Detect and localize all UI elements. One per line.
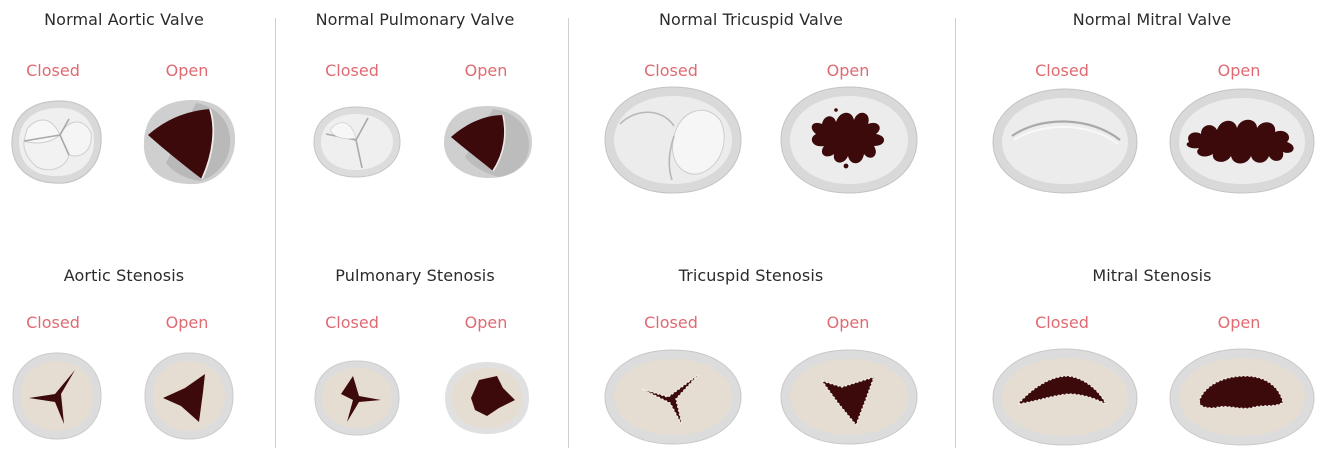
mitral-normal-closed-label: Closed — [1002, 61, 1122, 80]
aortic-normal-closed-valve — [7, 97, 107, 187]
pulmonary-stenosis-title: Pulmonary Stenosis — [255, 266, 575, 285]
aortic-stenosis-closed-valve — [9, 350, 105, 442]
column-divider — [955, 18, 956, 448]
aortic-stenosis-open-valve — [141, 350, 237, 442]
column-divider — [275, 18, 276, 448]
pulmonary-normal-open-valve — [441, 103, 535, 181]
column-divider — [568, 18, 569, 448]
mitral-normal-title: Normal Mitral Valve — [992, 10, 1312, 29]
tricuspid-normal-open-valve — [778, 84, 920, 196]
mitral-normal-closed-valve — [990, 86, 1140, 196]
pulmonary-stenosis-closed-valve — [311, 358, 403, 438]
pulmonary-normal-open-label: Open — [426, 61, 546, 80]
pulmonary-stenosis-open-label: Open — [426, 313, 546, 332]
mitral-stenosis-closed-label: Closed — [1002, 313, 1122, 332]
mitral-normal-open-valve — [1167, 86, 1317, 196]
mitral-stenosis-closed-valve — [990, 346, 1140, 448]
aortic-stenosis-closed-label: Closed — [0, 313, 113, 332]
pulmonary-normal-closed-label: Closed — [292, 61, 412, 80]
aortic-normal-open-valve — [140, 97, 240, 187]
tricuspid-stenosis-closed-label: Closed — [611, 313, 731, 332]
tricuspid-stenosis-closed-valve — [602, 347, 744, 447]
tricuspid-stenosis-open-label: Open — [788, 313, 908, 332]
pulmonary-normal-closed-valve — [310, 104, 404, 180]
tricuspid-stenosis-title: Tricuspid Stenosis — [591, 266, 911, 285]
pulmonary-normal-title: Normal Pulmonary Valve — [255, 10, 575, 29]
tricuspid-normal-title: Normal Tricuspid Valve — [591, 10, 911, 29]
aortic-stenosis-open-label: Open — [127, 313, 247, 332]
aortic-stenosis-title: Aortic Stenosis — [0, 266, 284, 285]
tricuspid-normal-open-label: Open — [788, 61, 908, 80]
mitral-stenosis-title: Mitral Stenosis — [992, 266, 1312, 285]
mitral-stenosis-open-label: Open — [1179, 313, 1299, 332]
aortic-normal-title: Normal Aortic Valve — [0, 10, 284, 29]
aortic-normal-closed-label: Closed — [0, 61, 113, 80]
mitral-stenosis-open-valve — [1167, 346, 1317, 448]
tricuspid-normal-closed-valve — [602, 84, 744, 196]
pulmonary-stenosis-open-valve — [441, 358, 533, 438]
aortic-normal-open-label: Open — [127, 61, 247, 80]
tricuspid-normal-closed-label: Closed — [611, 61, 731, 80]
mitral-normal-open-label: Open — [1179, 61, 1299, 80]
pulmonary-stenosis-closed-label: Closed — [292, 313, 412, 332]
tricuspid-stenosis-open-valve — [778, 347, 920, 447]
